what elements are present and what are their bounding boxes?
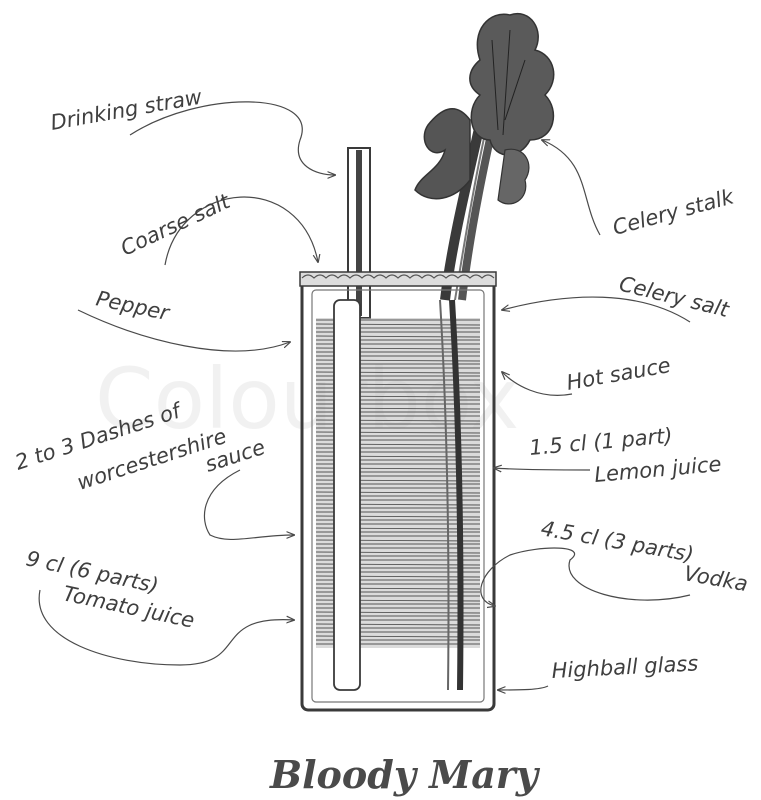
label-coarse-salt: Coarse salt: [117, 189, 234, 261]
label-vodka-line1: 4.5 cl (3 parts): [539, 516, 695, 566]
leader-lines: [38, 101, 691, 690]
diagram-title: Bloody Mary: [269, 752, 541, 797]
label-pepper: Pepper: [94, 286, 173, 325]
label-vodka-line2: Vodka: [682, 561, 750, 596]
celery-stalk-illustration: [414, 12, 555, 301]
label-hot-sauce: Hot sauce: [565, 353, 673, 395]
highball-glass-illustration: [299, 271, 497, 712]
label-celery-stalk: Celery stalk: [610, 184, 737, 240]
label-lemon-line2: Lemon juice: [593, 452, 722, 487]
label-highball-glass: Highball glass: [551, 651, 699, 683]
label-celery-salt: Celery salt: [617, 272, 732, 323]
label-lemon-line1: 1.5 cl (1 part): [528, 424, 673, 460]
straw-illustration: [347, 147, 371, 319]
label-drinking-straw: Drinking straw: [49, 85, 205, 135]
